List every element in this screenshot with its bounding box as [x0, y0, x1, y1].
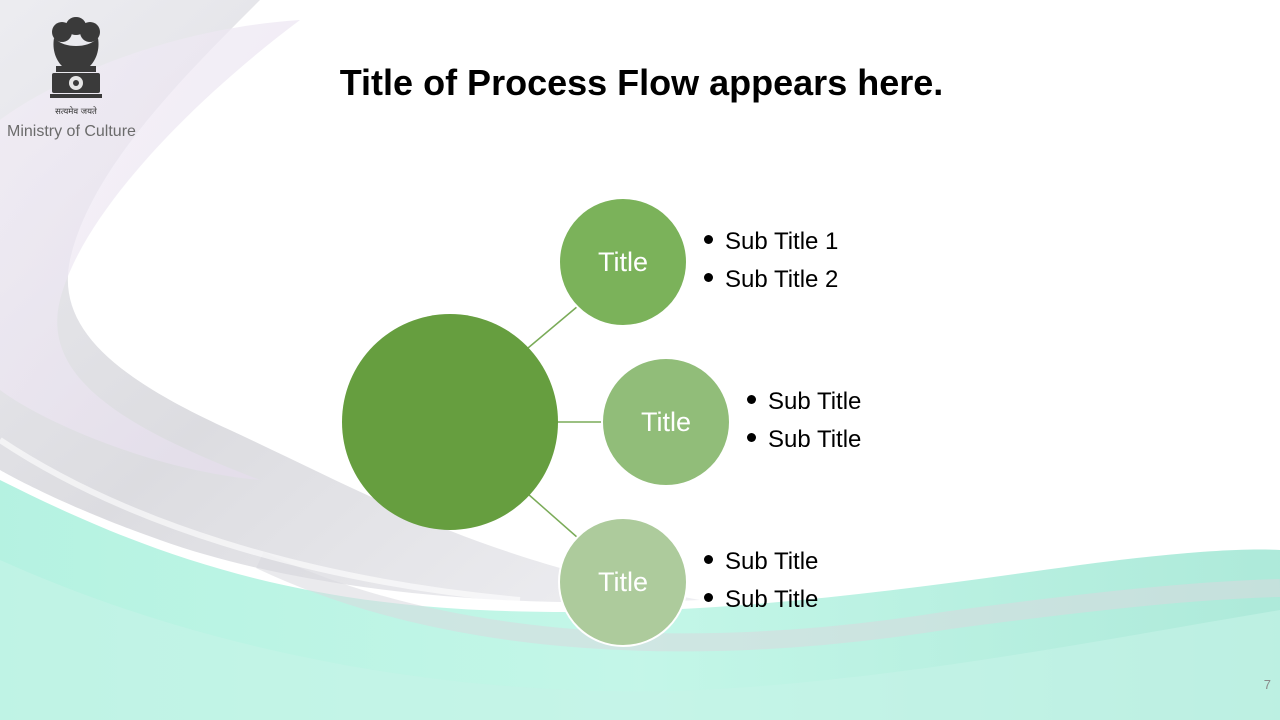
bullet-icon [747, 433, 756, 443]
bullet-item: Sub Title 1 [704, 223, 838, 261]
bullet-item: Sub Title [704, 543, 818, 581]
bullet-text: Sub Title [725, 586, 819, 613]
bullet-item: Sub Title [747, 421, 861, 459]
connector-line-1 [527, 305, 579, 349]
national-emblem-logo: सत्यमेव जयते [50, 17, 102, 117]
bullet-text: Sub Title 2 [725, 266, 839, 293]
node-title-3: Title [597, 567, 648, 597]
page-number: 7 [1263, 677, 1271, 692]
connector-line-3 [527, 493, 579, 539]
bullet-text: Sub Title [768, 426, 862, 453]
bullet-text: Sub Title [768, 388, 862, 415]
bullet-icon [747, 395, 756, 405]
bullet-text: Sub Title [725, 548, 819, 575]
hub-circle [342, 314, 558, 530]
bullet-text: Sub Title 1 [725, 228, 839, 255]
node-circle-1 [558, 197, 688, 327]
node-circle-3 [558, 517, 688, 647]
bullet-item: Sub Title [747, 383, 861, 421]
bullet-icon [704, 555, 713, 565]
bullet-icon [704, 235, 713, 245]
node-3-bullets: Sub Title Sub Title [704, 543, 818, 619]
bullet-icon [704, 593, 713, 603]
ministry-name: Ministry of Culture [7, 123, 136, 140]
emblem-motto: सत्यमेव जयते [55, 106, 97, 117]
node-2-bullets: Sub Title Sub Title [747, 383, 861, 459]
bullet-item: Sub Title 2 [704, 261, 838, 299]
node-title-1: Title [597, 247, 648, 277]
node-circle-2 [601, 357, 731, 487]
node-1-bullets: Sub Title 1 Sub Title 2 [704, 223, 838, 299]
slide-title: Title of Process Flow appears here. [339, 62, 944, 103]
bullet-item: Sub Title [704, 581, 818, 619]
node-title-2: Title [640, 407, 691, 437]
bullet-icon [704, 273, 713, 283]
